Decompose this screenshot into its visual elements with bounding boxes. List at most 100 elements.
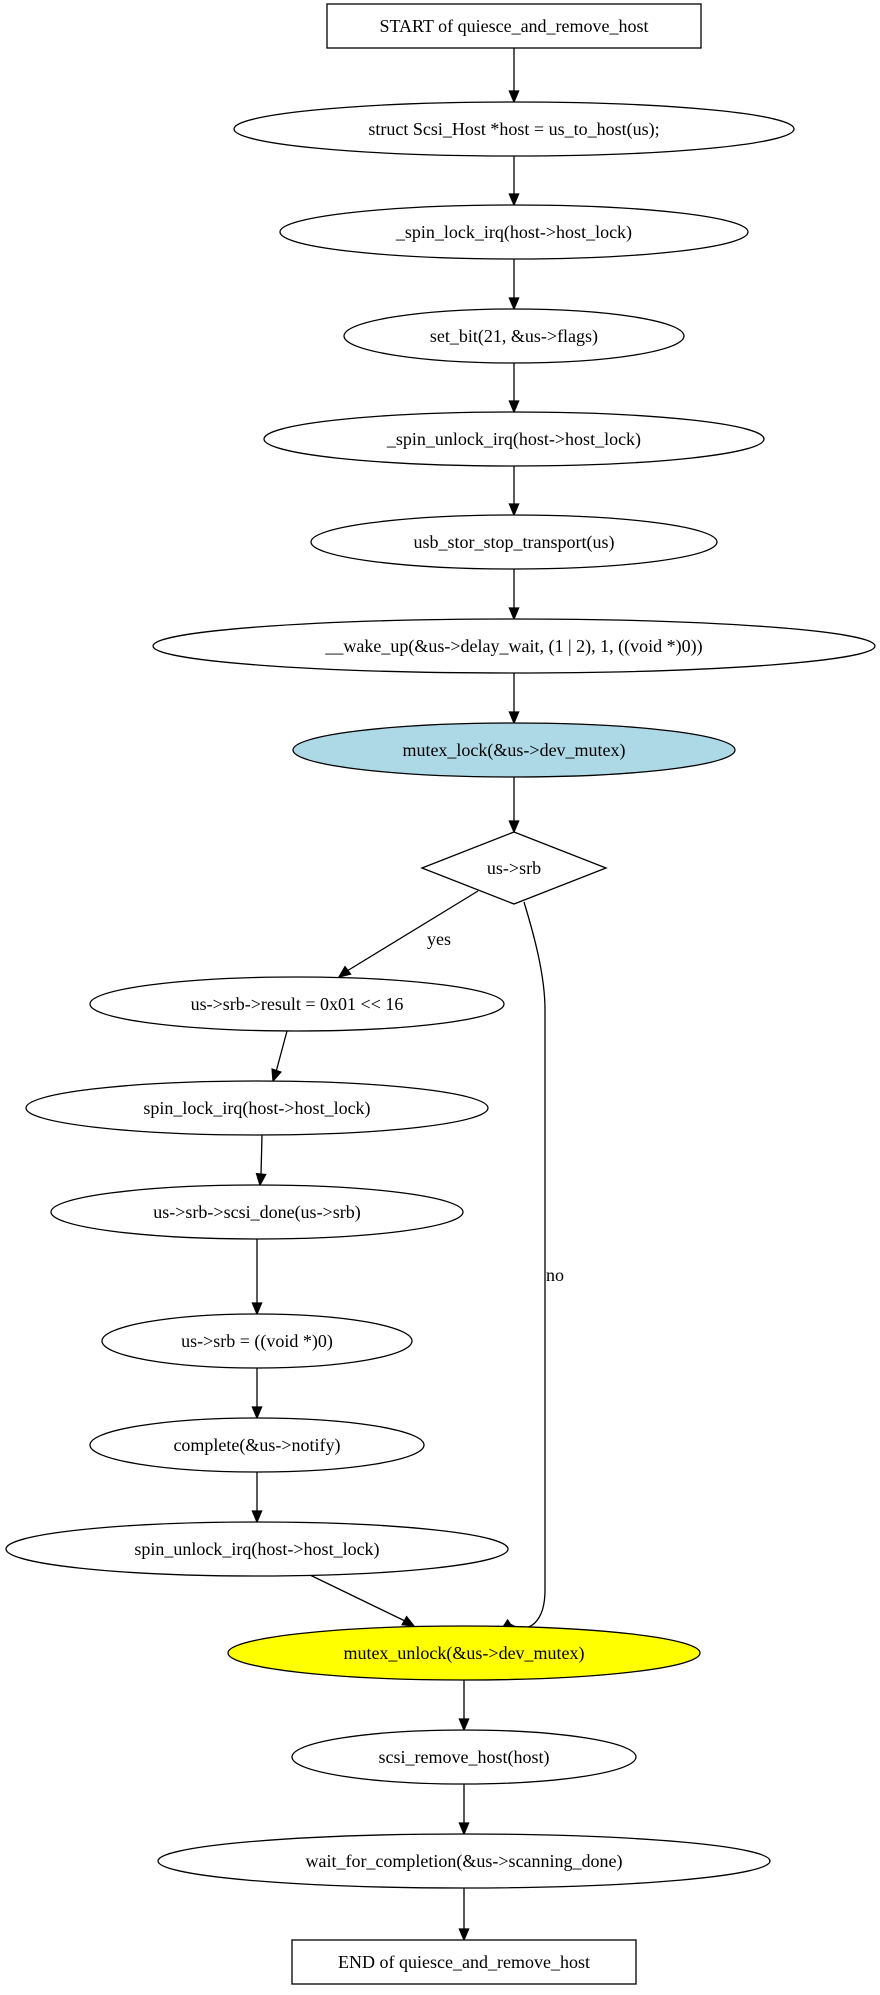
edge-n2-to-n3 [508, 259, 520, 311]
edge-n10-to-n11 [251, 1239, 263, 1316]
arrowhead [508, 400, 520, 414]
node-label: mutex_unlock(&us->dev_mutex) [343, 1643, 584, 1664]
node-n15: scsi_remove_host(host) [291, 1729, 637, 1785]
edge-n6-to-n7 [508, 673, 520, 725]
node-label: us->srb = ((void *)0) [181, 1331, 333, 1352]
node-n1: struct Scsi_Host *host = us_to_host(us); [233, 101, 795, 157]
edge-line [275, 1030, 288, 1073]
arrowhead [508, 297, 520, 311]
edge-line [346, 890, 479, 972]
arrowhead [251, 1406, 263, 1420]
node-n7: mutex_lock(&us->dev_mutex) [292, 722, 736, 778]
node-label: END of quiesce_and_remove_host [338, 1952, 590, 1972]
node-n9: spin_lock_irq(host->host_lock) [25, 1080, 489, 1136]
node-label: _spin_lock_irq(host->host_lock) [395, 222, 632, 243]
node-label: complete(&us->notify) [173, 1435, 340, 1456]
node-n8: us->srb->result = 0x01 << 16 [89, 976, 505, 1032]
arrowhead [271, 1068, 282, 1083]
arrowhead [458, 1928, 470, 1942]
edge-n5-to-n6 [508, 569, 520, 621]
statement-ellipse [233, 101, 795, 157]
edge-n8-to-n9 [271, 1030, 288, 1083]
node-label: spin_lock_irq(host->host_lock) [143, 1098, 370, 1119]
node-n12: complete(&us->notify) [89, 1417, 425, 1473]
node-n14: mutex_unlock(&us->dev_mutex) [227, 1625, 701, 1681]
statement-ellipse [50, 1184, 464, 1240]
edge-n11-to-n12 [251, 1368, 263, 1420]
statement-ellipse [101, 1313, 413, 1369]
node-start: START of quiesce_and_remove_host [326, 3, 702, 49]
node-n13: spin_unlock_irq(host->host_lock) [5, 1521, 509, 1577]
edge-label-no: no [546, 1265, 564, 1285]
statement-ellipse [157, 1833, 771, 1889]
arrowhead [337, 965, 352, 979]
node-label: __wake_up(&us->delay_wait, (1 | 2), 1, (… [324, 636, 702, 657]
node-n3: set_bit(21, &us->flags) [343, 308, 685, 364]
edge-n9-to-n10 [255, 1134, 267, 1187]
edge-n3-to-n4 [508, 363, 520, 414]
arrowhead [508, 607, 520, 621]
node-label: wait_for_completion(&us->scanning_done) [305, 1851, 622, 1872]
node-label: mutex_lock(&us->dev_mutex) [402, 740, 625, 761]
arrowhead [508, 503, 520, 517]
statement-ellipse [279, 204, 749, 260]
edge-start-to-n1 [508, 48, 520, 104]
arrowhead [458, 1822, 470, 1836]
edge-d1-to-n8: yes [337, 890, 479, 979]
node-label: _spin_unlock_irq(host->host_lock) [386, 429, 641, 450]
edge-d1-to-n14: no [499, 901, 564, 1631]
node-label: us->srb->result = 0x01 << 16 [191, 994, 404, 1014]
statement-ellipse [291, 1729, 637, 1785]
edge-n1-to-n2 [508, 156, 520, 207]
node-label: us->srb->scsi_done(us->srb) [153, 1202, 360, 1223]
arrowhead [251, 1510, 263, 1524]
statement-ellipse [152, 618, 876, 674]
start-box [326, 3, 702, 49]
edge-line [309, 1574, 406, 1622]
node-label: spin_unlock_irq(host->host_lock) [134, 1539, 379, 1560]
edge-line [260, 1134, 263, 1176]
edge-n12-to-n13 [251, 1472, 263, 1524]
node-end: END of quiesce_and_remove_host [291, 1939, 637, 1985]
node-label: struct Scsi_Host *host = us_to_host(us); [368, 119, 659, 140]
arrowhead [508, 90, 520, 104]
edge-n13-to-n14 [309, 1574, 416, 1627]
arrowhead [255, 1172, 267, 1187]
node-label: us->srb [487, 858, 541, 878]
decision-diamond [420, 831, 608, 905]
statement-ellipse [89, 976, 505, 1032]
statement-ellipse [227, 1625, 701, 1681]
edge-n14-to-n15 [458, 1680, 470, 1732]
edge-n7-to-d1 [508, 777, 520, 834]
node-label: set_bit(21, &us->flags) [430, 326, 598, 347]
edge-label-yes: yes [427, 929, 451, 949]
arrowhead [401, 1615, 416, 1627]
statement-ellipse [263, 411, 765, 467]
arrowhead [251, 1302, 263, 1316]
node-d1: us->srb [420, 831, 608, 905]
statement-ellipse [292, 722, 736, 778]
statement-ellipse [310, 514, 718, 570]
arrowhead [458, 1718, 470, 1732]
edge-n15-to-n16 [458, 1784, 470, 1836]
node-n10: us->srb->scsi_done(us->srb) [50, 1184, 464, 1240]
end-box [291, 1939, 637, 1985]
arrowhead [508, 711, 520, 725]
node-label: scsi_remove_host(host) [379, 1747, 550, 1768]
node-label: usb_stor_stop_transport(us) [414, 532, 615, 553]
node-label: START of quiesce_and_remove_host [379, 16, 648, 36]
arrowhead [508, 193, 520, 207]
edge-n16-to-end [458, 1888, 470, 1942]
statement-ellipse [5, 1521, 509, 1577]
node-n4: _spin_unlock_irq(host->host_lock) [263, 411, 765, 467]
statement-ellipse [25, 1080, 489, 1136]
node-n5: usb_stor_stop_transport(us) [310, 514, 718, 570]
node-n11: us->srb = ((void *)0) [101, 1313, 413, 1369]
node-n16: wait_for_completion(&us->scanning_done) [157, 1833, 771, 1889]
arrowhead [508, 820, 520, 834]
edge-line [509, 901, 546, 1629]
statement-ellipse [89, 1417, 425, 1473]
node-n6: __wake_up(&us->delay_wait, (1 | 2), 1, (… [152, 618, 876, 674]
